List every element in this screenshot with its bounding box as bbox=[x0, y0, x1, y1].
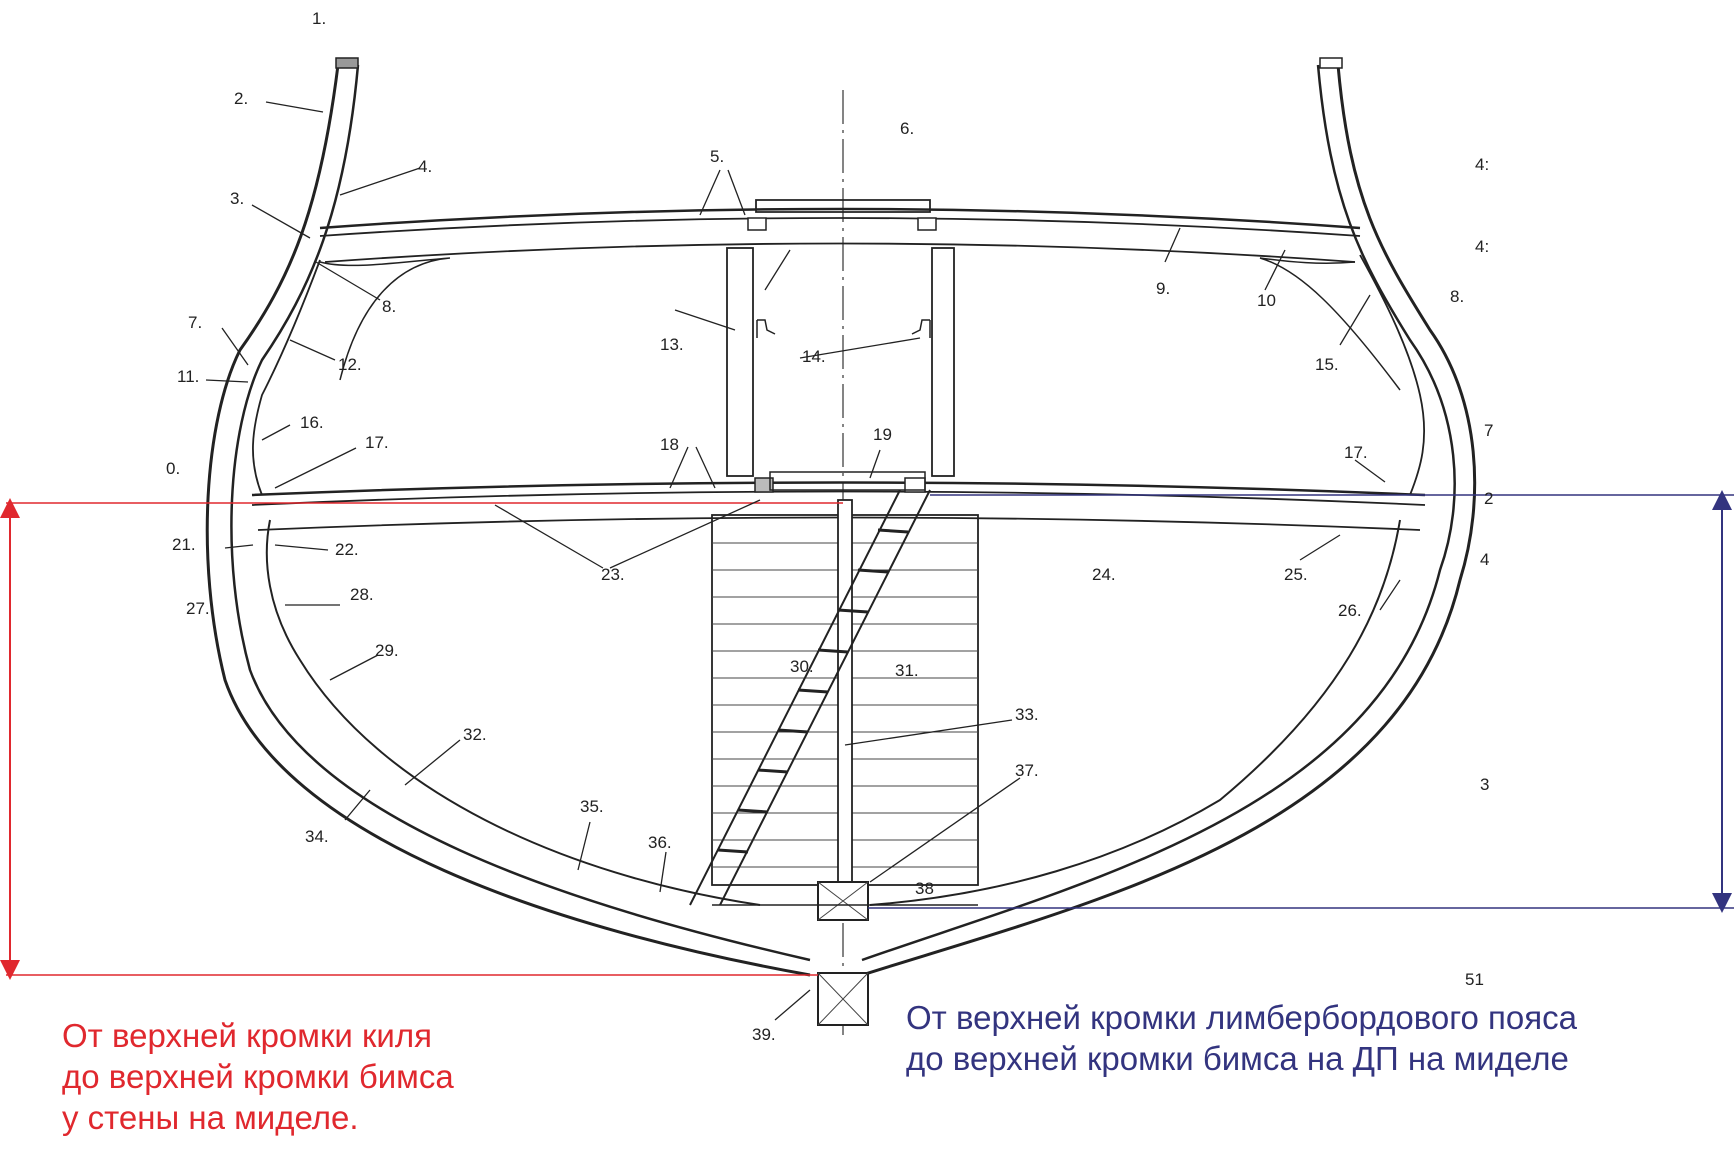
label-8: 8. bbox=[382, 297, 396, 316]
keelson-cross bbox=[817, 881, 869, 921]
label-34: 34. bbox=[305, 827, 329, 846]
hook-right bbox=[911, 319, 931, 338]
gunwale-cap-left bbox=[335, 57, 359, 69]
label-edge-2: 2 bbox=[1484, 489, 1493, 508]
leader-lines bbox=[205, 101, 1401, 1021]
hatch-lower bbox=[769, 471, 926, 491]
label-31: 31. bbox=[895, 661, 919, 680]
label-6: 6. bbox=[900, 119, 914, 138]
upper-deck-beam-top bbox=[319, 217, 1361, 237]
label-2: 2. bbox=[234, 89, 248, 108]
label-8-right: 8. bbox=[1450, 287, 1464, 306]
hull-inner-left bbox=[230, 64, 811, 962]
label-32: 32. bbox=[463, 725, 487, 744]
keel-cross bbox=[817, 972, 869, 1026]
label-17: 17. bbox=[365, 433, 389, 452]
label-24: 24. bbox=[1092, 565, 1116, 584]
label-30: 30. bbox=[790, 657, 814, 676]
label-13: 13. bbox=[660, 335, 684, 354]
ladder bbox=[689, 489, 931, 906]
label-36: 36. bbox=[648, 833, 672, 852]
label-33: 33. bbox=[1015, 705, 1039, 724]
hull-outer-left bbox=[205, 64, 811, 977]
hook-left bbox=[756, 319, 776, 338]
upper-deck-planking bbox=[319, 207, 1361, 230]
blue-dimension-caption: От верхней кромки лимбербордового пояса … bbox=[906, 999, 1577, 1077]
lower-carling-left bbox=[754, 477, 774, 493]
label-15: 15. bbox=[1315, 355, 1339, 374]
label-1: 1. bbox=[312, 9, 326, 28]
label-17-right: 17. bbox=[1344, 443, 1368, 462]
ceiling-right bbox=[869, 519, 1401, 906]
label-23: 23. bbox=[601, 565, 625, 584]
label-edge-42: 4: bbox=[1475, 155, 1489, 174]
hull-outer-right bbox=[861, 64, 1477, 977]
ceiling-left bbox=[265, 519, 761, 906]
label-14: 14. bbox=[802, 347, 826, 366]
gunwale-cap-right bbox=[1319, 57, 1343, 69]
label-21: 21. bbox=[172, 535, 196, 554]
lower-deck-planking bbox=[251, 481, 1426, 497]
pillar bbox=[837, 499, 853, 896]
label-37: 37. bbox=[1015, 761, 1039, 780]
hanging-knee-right bbox=[1259, 257, 1401, 391]
label-39: 39. bbox=[752, 1025, 776, 1044]
label-10: 10 bbox=[1257, 291, 1276, 310]
label-7: 7. bbox=[188, 313, 202, 332]
label-edge-3: 3 bbox=[1480, 775, 1489, 794]
red-dimension-caption: От верхней кромки киля до верхней кромки… bbox=[62, 1017, 454, 1136]
label-5: 5. bbox=[710, 147, 724, 166]
label-4: 4. bbox=[418, 157, 432, 176]
label-29: 29. bbox=[375, 641, 399, 660]
hatch-coaming-top bbox=[755, 199, 931, 213]
label-16: 16. bbox=[300, 413, 324, 432]
ceiling-upper-left bbox=[252, 259, 321, 496]
label-edge-7: 7 bbox=[1484, 421, 1493, 440]
label-38: 38 bbox=[915, 879, 934, 898]
upper-deck-beam-bottom bbox=[324, 242, 1356, 263]
label-35: 35. bbox=[580, 797, 604, 816]
part-labels: 1. 2. 3. 4. 5. 6. 7. 8. 9. 10 11. 12. 13… bbox=[166, 9, 1493, 1044]
label-18: 18 bbox=[660, 435, 679, 454]
carling-right bbox=[917, 217, 937, 231]
label-19: 19 bbox=[873, 425, 892, 444]
label-26: 26. bbox=[1338, 601, 1362, 620]
label-edge-43: 4: bbox=[1475, 237, 1489, 256]
ladder-steps bbox=[717, 528, 909, 854]
label-25: 25. bbox=[1284, 565, 1308, 584]
stanchion-left bbox=[726, 247, 754, 477]
lower-deck-beam-top bbox=[251, 490, 1426, 506]
hanging-knee-left bbox=[319, 257, 451, 381]
stanchion-right bbox=[931, 247, 955, 477]
label-28: 28. bbox=[350, 585, 374, 604]
label-27: 27. bbox=[186, 599, 210, 618]
label-12: 12. bbox=[338, 355, 362, 374]
label-9: 9. bbox=[1156, 279, 1170, 298]
hull-inner-right bbox=[861, 64, 1456, 962]
label-3: 3. bbox=[230, 189, 244, 208]
ceiling-upper-right bbox=[1359, 254, 1426, 496]
label-edge-51: 51 bbox=[1465, 970, 1484, 989]
label-22: 22. bbox=[335, 540, 359, 559]
carling-left bbox=[747, 217, 767, 231]
label-20: 0. bbox=[166, 459, 180, 478]
label-edge-4: 4 bbox=[1480, 550, 1489, 569]
label-11: 11. bbox=[177, 367, 199, 386]
